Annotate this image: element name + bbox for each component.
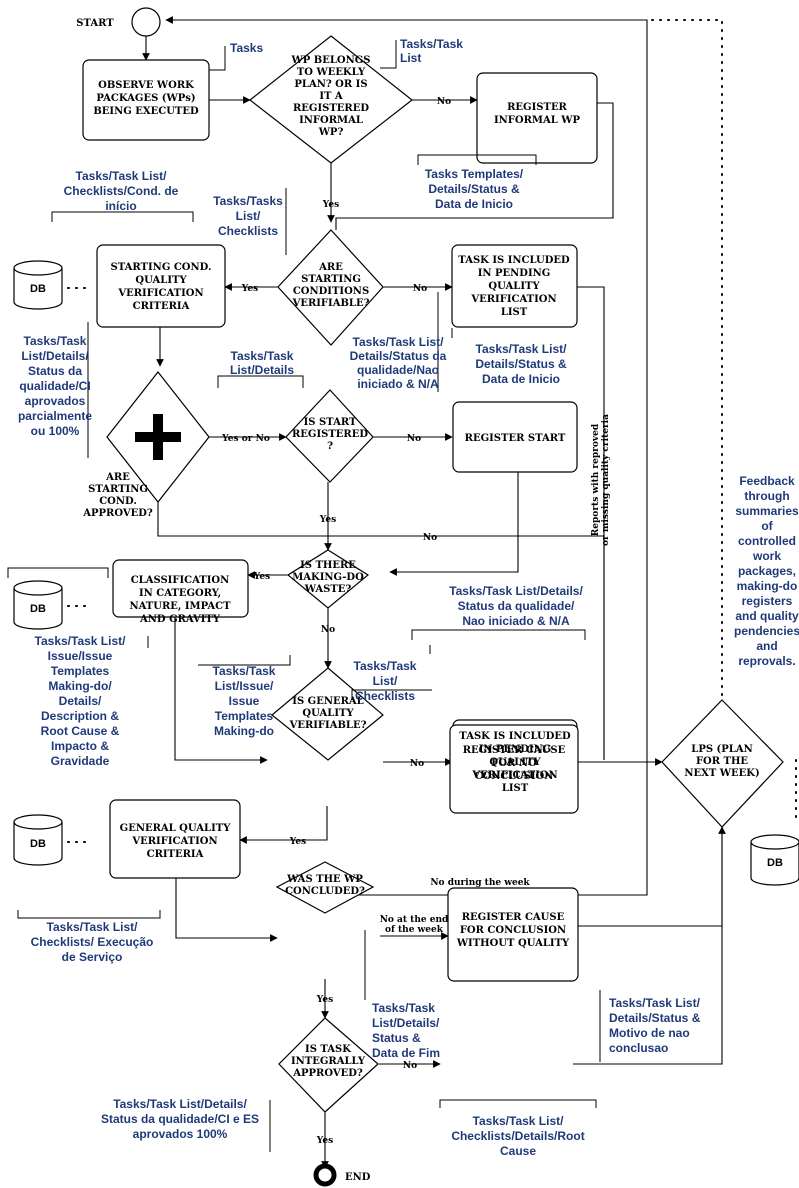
database-shapes bbox=[13, 260, 799, 886]
plus-icon bbox=[135, 414, 181, 460]
end-label: END bbox=[345, 1172, 371, 1183]
edge_labels-yes5: Yes bbox=[289, 837, 306, 847]
pending-list-1-process bbox=[451, 244, 578, 328]
edge_labels-yes7: Yes bbox=[316, 1136, 333, 1146]
edge_labels-yes2: Yes bbox=[241, 284, 258, 294]
register-start-process bbox=[452, 401, 578, 473]
annotations-motivo: Tasks/Task List/Details/Status &Motivo d… bbox=[609, 996, 701, 1055]
edge_labels-no4: No bbox=[423, 533, 437, 543]
edge_labels-no3: No bbox=[407, 434, 421, 444]
annotations-templates_start: Tasks Templates/Details/Status &Data de … bbox=[425, 167, 524, 211]
edge_labels-no6: No bbox=[410, 759, 424, 769]
making-do-decision bbox=[286, 549, 370, 609]
starting-criteria-process bbox=[96, 244, 226, 328]
annotations-status_data_inicio: Tasks/Task List/Details/Status &Data de … bbox=[475, 342, 567, 386]
cause-without-quality-process bbox=[447, 887, 579, 982]
edge_labels-no1: No bbox=[437, 97, 451, 107]
start-registered-decision bbox=[285, 389, 374, 483]
start-terminal bbox=[131, 7, 161, 37]
annotation-brackets bbox=[7, 40, 601, 1152]
observe-process bbox=[82, 59, 210, 141]
db-icon bbox=[13, 814, 63, 866]
edge_labels-yes_or_no: Yes or No bbox=[221, 434, 270, 444]
end-terminal bbox=[313, 1163, 337, 1187]
general-criteria-process bbox=[109, 799, 241, 879]
db-icon bbox=[13, 580, 63, 630]
edge_labels-no2: No bbox=[413, 284, 427, 294]
db-icon bbox=[750, 834, 799, 886]
db-label: DB bbox=[767, 857, 783, 869]
edge_labels-no7: No bbox=[403, 1061, 417, 1071]
wp-concluded-decision bbox=[275, 861, 375, 914]
edge_labels-yes4: Yes bbox=[253, 572, 270, 582]
integrally-approved-decision bbox=[278, 1017, 379, 1113]
db-label: DB bbox=[30, 603, 46, 615]
annotations-approved_100: Tasks/Task List/Details/Status da qualid… bbox=[101, 1097, 259, 1141]
processes-register_start: REGISTER START bbox=[465, 433, 566, 444]
annotations-tasks: Tasks bbox=[230, 41, 263, 55]
edge_labels-no5: No bbox=[321, 625, 335, 635]
db-label: DB bbox=[30, 838, 46, 850]
db-label: DB bbox=[30, 283, 46, 295]
start-label: START bbox=[76, 18, 114, 29]
wp-belongs-decision bbox=[249, 35, 413, 164]
edge_labels-no_during_week: No during the week bbox=[430, 878, 530, 888]
general-verifiable-decision bbox=[271, 667, 384, 761]
starting-verifiable-decision bbox=[277, 229, 384, 346]
edge_labels-yes6: Yes bbox=[316, 995, 333, 1005]
register-informal-process bbox=[476, 72, 598, 164]
edge_labels-yes1: Yes bbox=[322, 200, 339, 210]
db-icon bbox=[13, 260, 63, 310]
annotations-status_nao_iniciado: Tasks/Task List/Details/Status da qualid… bbox=[449, 584, 583, 628]
edge_labels-yes3: Yes bbox=[319, 515, 336, 525]
classification-process bbox=[112, 559, 249, 618]
node-shapes bbox=[82, 7, 784, 1187]
dotted-links bbox=[59, 19, 797, 843]
lps-decision bbox=[661, 699, 784, 828]
cause-no-conclusion-process bbox=[449, 724, 579, 814]
reports-label: Reports with reprovedor missing quality … bbox=[591, 414, 611, 546]
